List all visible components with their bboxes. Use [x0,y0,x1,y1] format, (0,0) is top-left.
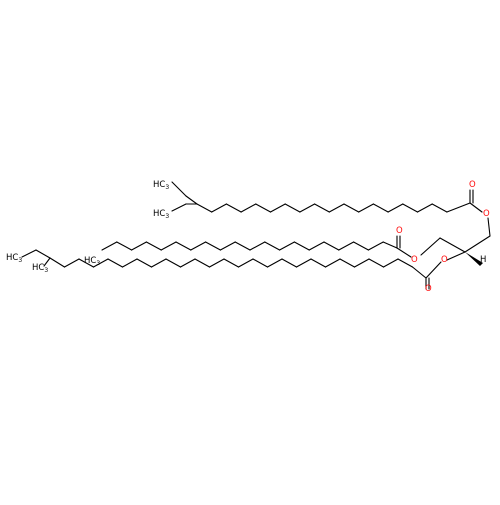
oxygen-carbonyl-a: O [469,180,476,190]
chain-c-bond-21 [353,258,370,268]
chain-b-bond-12 [279,241,295,251]
chain-a-bond-14 [402,203,419,213]
glycerol-bond-4 [446,251,466,261]
methyl-label-c2: HC3 [32,263,48,274]
chain-b-bond-8 [219,241,236,251]
chain-c-bond-19 [324,258,341,268]
chain-a-bond-11 [358,203,374,213]
chain-b-bond-17 [353,241,369,251]
chain-b-bond-16 [338,241,355,251]
methyl-label-b: HC3 [84,256,100,267]
chain-c-ester [425,261,442,279]
chain-a-branch-1 [171,181,187,197]
chain-a-bond-17 [446,202,471,213]
chain-a-bond-15 [416,203,433,213]
chain-c-bond-5 [121,258,138,268]
chain-b-bond-14 [308,241,325,251]
chain-b-bond-19 [382,241,398,249]
chain-a-bond-0 [196,203,213,213]
chain-a-bond-7 [299,203,316,213]
chain-a-bond-1 [211,203,227,213]
chain-c-bond-13 [237,258,254,268]
glycerol-bond-3 [420,237,441,256]
chain-a-branch-2 [171,203,187,212]
chain-a-bond-16 [431,203,448,213]
chain-a-bond-12 [372,203,389,213]
chain-b-bond-18 [367,241,384,251]
chain-b-bond-5 [175,241,192,251]
chain-c-bond-17 [295,258,312,268]
chain-b-bond-1 [116,241,133,251]
chain-a-bond-9 [328,203,345,213]
chain-c-bond-0 [49,257,66,268]
chain-c-bond-7 [150,258,167,268]
chain-c-bond-14 [252,258,269,268]
chain-a-bond-5 [269,203,286,213]
oxygen-ester-b: O [411,255,418,265]
oxygen-carbonyl-b: O [396,226,403,236]
chain-b-bond-11 [264,241,281,251]
chain-b-bond-3 [145,241,162,251]
chain-c-bond-25 [411,266,427,279]
chain-a-bond-2 [225,203,242,213]
chain-c-branch-1 [21,249,37,258]
chain-c-bond-16 [281,258,298,268]
chain-b-bond-2 [131,241,147,251]
chain-c-bond-12 [223,258,240,268]
chain-b-bond-15 [323,241,340,251]
methyl-label-a2: HC3 [153,209,169,220]
atom-label-layer: HC3 HC3 HC3 HC3 HC3 O O O O O O H [6,180,490,294]
chain-c-bond-3 [92,258,109,268]
chain-c-bond-10 [194,258,211,268]
chain-a-ester-2 [487,217,491,237]
chain-a-bond-8 [314,203,330,213]
chain-c-bond-11 [208,258,225,268]
chain-b-bond-6 [190,241,207,251]
chain-a-bond-10 [343,203,360,213]
methyl-label-c1: HC3 [6,253,22,264]
chain-c-bond-9 [179,258,196,268]
stereo-layer [465,252,483,266]
chain-c-bond-4 [107,258,124,268]
oxygen-ester-c: O [441,255,448,265]
chain-b-bond-9 [234,241,251,251]
chain-c-bond-8 [165,258,182,268]
chain-b-bond-4 [160,241,177,251]
chain-b-ester [396,247,412,258]
glycerol-bond-1 [464,235,491,253]
oxygen-carbonyl-c: O [425,284,432,294]
chain-b-bond-7 [205,241,221,251]
chain-b-bond-0 [101,241,118,251]
methyl-label-a1: HC3 [153,180,169,191]
chain-c-bond-15 [266,258,283,268]
chain-c-bond-20 [339,258,356,268]
chain-c-bond-18 [310,258,327,268]
chain-c-bond-2 [78,258,95,268]
chain-c-branch-3 [43,257,51,267]
chain-c-branch-2 [35,249,51,259]
chain-a-ester-1 [469,202,483,213]
chain-c-bond-6 [136,258,153,268]
chain-b-bond-10 [249,241,266,251]
oxygen-ester-a: O [483,209,490,219]
chain-a-bond-13 [387,203,404,213]
chain-a-bond-3 [240,203,257,213]
chain-a-branch-3 [185,195,198,205]
chain-c-bond-1 [63,258,80,268]
chain-c-bond-23 [382,258,399,268]
stereo-wedge-bond [465,252,483,266]
chain-a-bond-6 [284,203,301,213]
chain-c-bond-22 [368,258,385,268]
chain-b-bond-13 [293,241,310,251]
bond-layer [21,181,491,290]
chain-c-bond-24 [397,258,414,268]
stereo-hydrogen: H [480,255,486,265]
glycerol-bond-2 [439,237,466,253]
chain-a-bond-4 [255,203,272,213]
